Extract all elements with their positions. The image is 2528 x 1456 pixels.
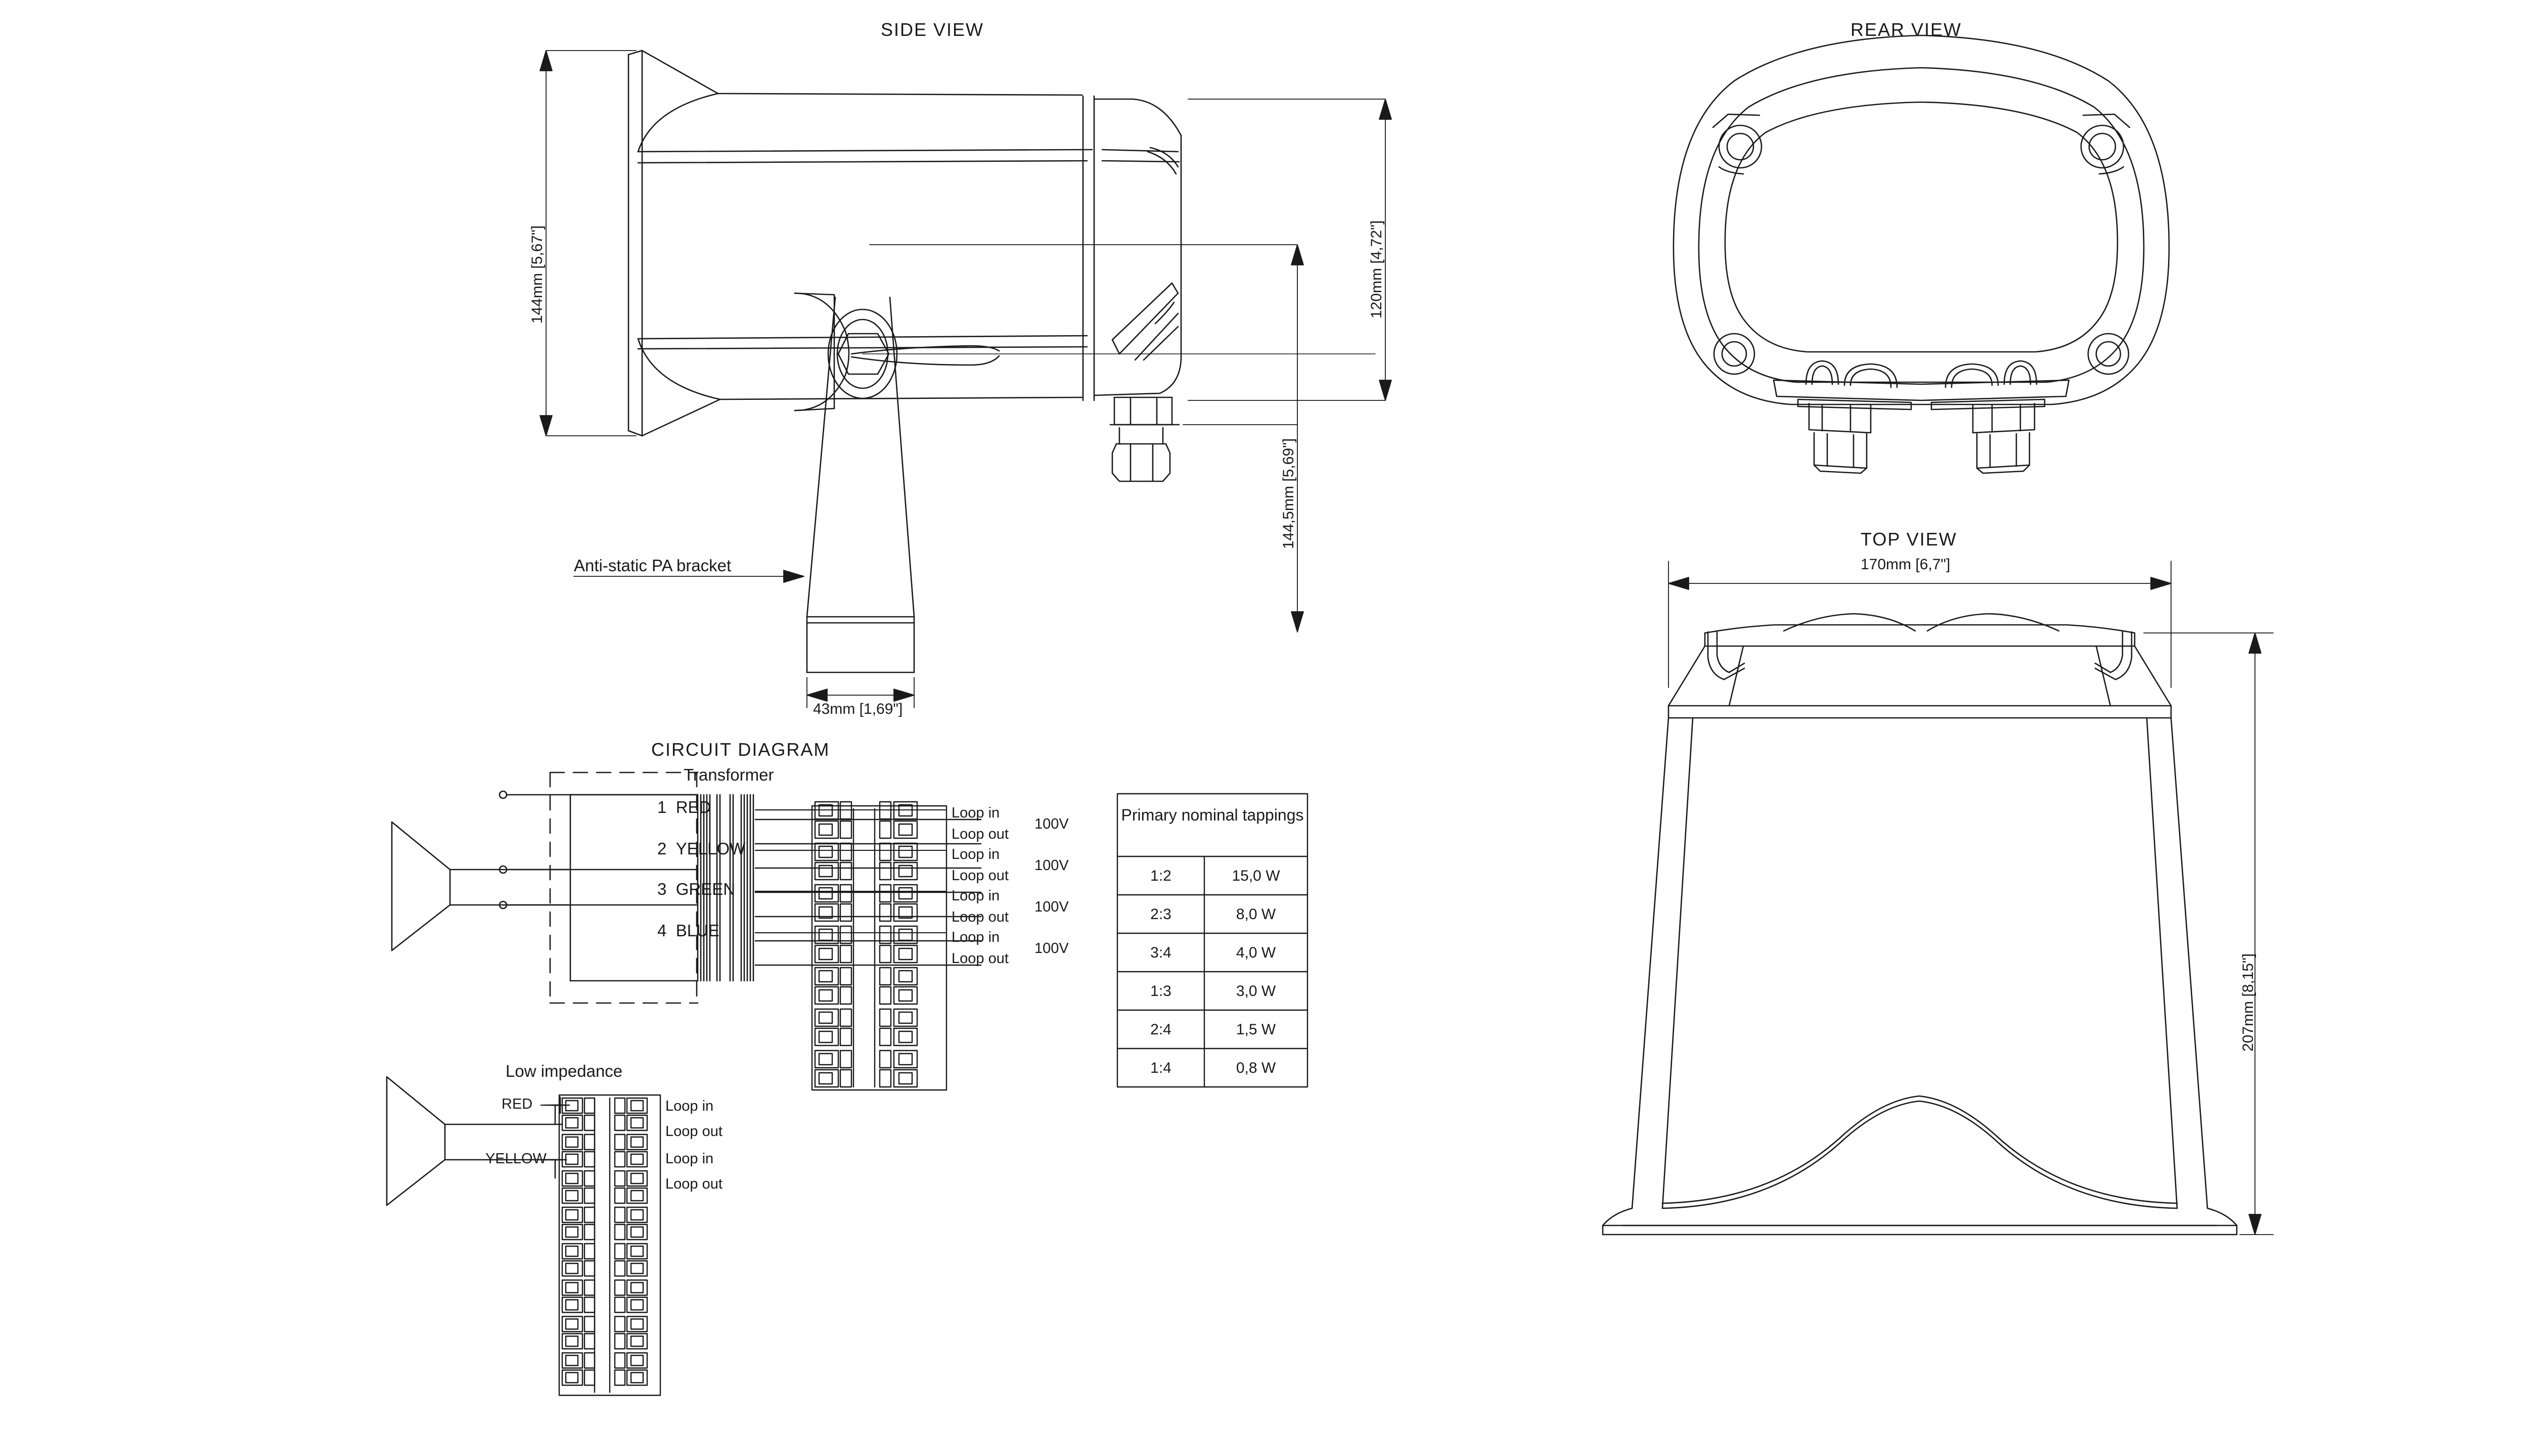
transformer-label: Transformer: [684, 765, 774, 784]
low-impedance-loop-out-1: Loop out: [665, 1123, 723, 1140]
rear-view-title: REAR VIEW: [1850, 19, 1962, 40]
tappings-row-5-tapping: 1:4: [1150, 1060, 1171, 1076]
top-view-dim-width: 170mm [6,7"]: [1861, 556, 1951, 573]
tappings-row-4-tapping: 2:4: [1150, 1021, 1171, 1038]
low-impedance-terminal-block: [558, 1094, 661, 1396]
side-view-dim-overall-height: 144mm [5,67"]: [529, 225, 546, 324]
transformer-voltage-3: 100V: [1034, 899, 1069, 915]
tappings-table-grid: [1116, 793, 1308, 1088]
side-view-dim-body-height: 120mm [4,72"]: [1368, 220, 1385, 318]
low-impedance-loop-in-1: Loop in: [665, 1098, 714, 1114]
transformer-loop-in-4: Loop in: [952, 929, 1000, 945]
low-impedance-loop-in-2: Loop in: [665, 1151, 714, 1167]
circuit-diagram-title: CIRCUIT DIAGRAM: [651, 739, 830, 760]
transformer-tap-4: 4 BLUE: [657, 921, 719, 940]
tappings-row-2-power: 4,0 W: [1236, 944, 1276, 961]
transformer-loop-out-2: Loop out: [952, 868, 1009, 884]
rear-view-geometry: [1673, 34, 2170, 474]
side-view-geometry: [627, 50, 1376, 673]
tappings-row-1-power: 8,0 W: [1236, 906, 1276, 923]
side-view-dimensions: [539, 50, 1392, 708]
tappings-row-5-power: 0,8 W: [1236, 1060, 1276, 1076]
transformer-loop-in-3: Loop in: [952, 888, 1000, 904]
transformer-tap-1: 1 RED: [657, 798, 711, 816]
low-impedance-wire-red: RED: [502, 1096, 533, 1112]
tappings-row-2-tapping: 3:4: [1150, 944, 1171, 961]
transformer-loop-in-2: Loop in: [952, 846, 1000, 862]
transformer-loop-out-3: Loop out: [952, 909, 1009, 925]
transformer-terminal-block: [811, 801, 947, 1091]
side-view-dim-bracket-width: 43mm [1,69"]: [813, 701, 903, 717]
tappings-row-0-power: 15,0 W: [1232, 868, 1280, 884]
tappings-row-3-tapping: 1:3: [1150, 983, 1171, 999]
transformer-voltage-1: 100V: [1034, 816, 1069, 832]
low-impedance-title: Low impedance: [506, 1062, 623, 1080]
low-impedance-loop-out-2: Loop out: [665, 1176, 723, 1192]
tappings-table-header: Primary nominal tappings: [1121, 806, 1304, 824]
transformer-tap-3: 3 GREEN: [657, 880, 736, 898]
low-impedance-wire-yellow: YELLOW: [485, 1151, 547, 1167]
transformer-circuit-geometry: [391, 771, 982, 1004]
transformer-loop-out-1: Loop out: [952, 826, 1009, 842]
side-view-dim-bracket-drop: 144,5mm [5,69"]: [1280, 438, 1297, 549]
tappings-row-4-power: 1,5 W: [1236, 1021, 1276, 1038]
tappings-row-3-power: 3,0 W: [1236, 983, 1276, 999]
transformer-loop-in-1: Loop in: [952, 805, 1000, 821]
top-view-geometry: [1602, 613, 2238, 1236]
transformer-tap-2: 2 YELLOW: [657, 839, 746, 858]
tappings-row-0-tapping: 1:2: [1150, 868, 1171, 884]
top-view-title: TOP VIEW: [1861, 529, 1957, 550]
transformer-loop-out-4: Loop out: [952, 950, 1009, 967]
top-view-dimensions: [1668, 561, 2274, 1235]
side-view-title: SIDE VIEW: [881, 19, 984, 40]
top-view-dim-depth: 207mm [8,15"]: [2240, 953, 2256, 1052]
transformer-voltage-4: 100V: [1034, 940, 1069, 957]
transformer-voltage-2: 100V: [1034, 857, 1069, 874]
tappings-row-1-tapping: 2:3: [1150, 906, 1171, 923]
low-impedance-geometry: [386, 1076, 570, 1206]
anti-static-bracket-callout: Anti-static PA bracket: [574, 556, 732, 575]
transformer-tap-rules: [755, 809, 946, 933]
